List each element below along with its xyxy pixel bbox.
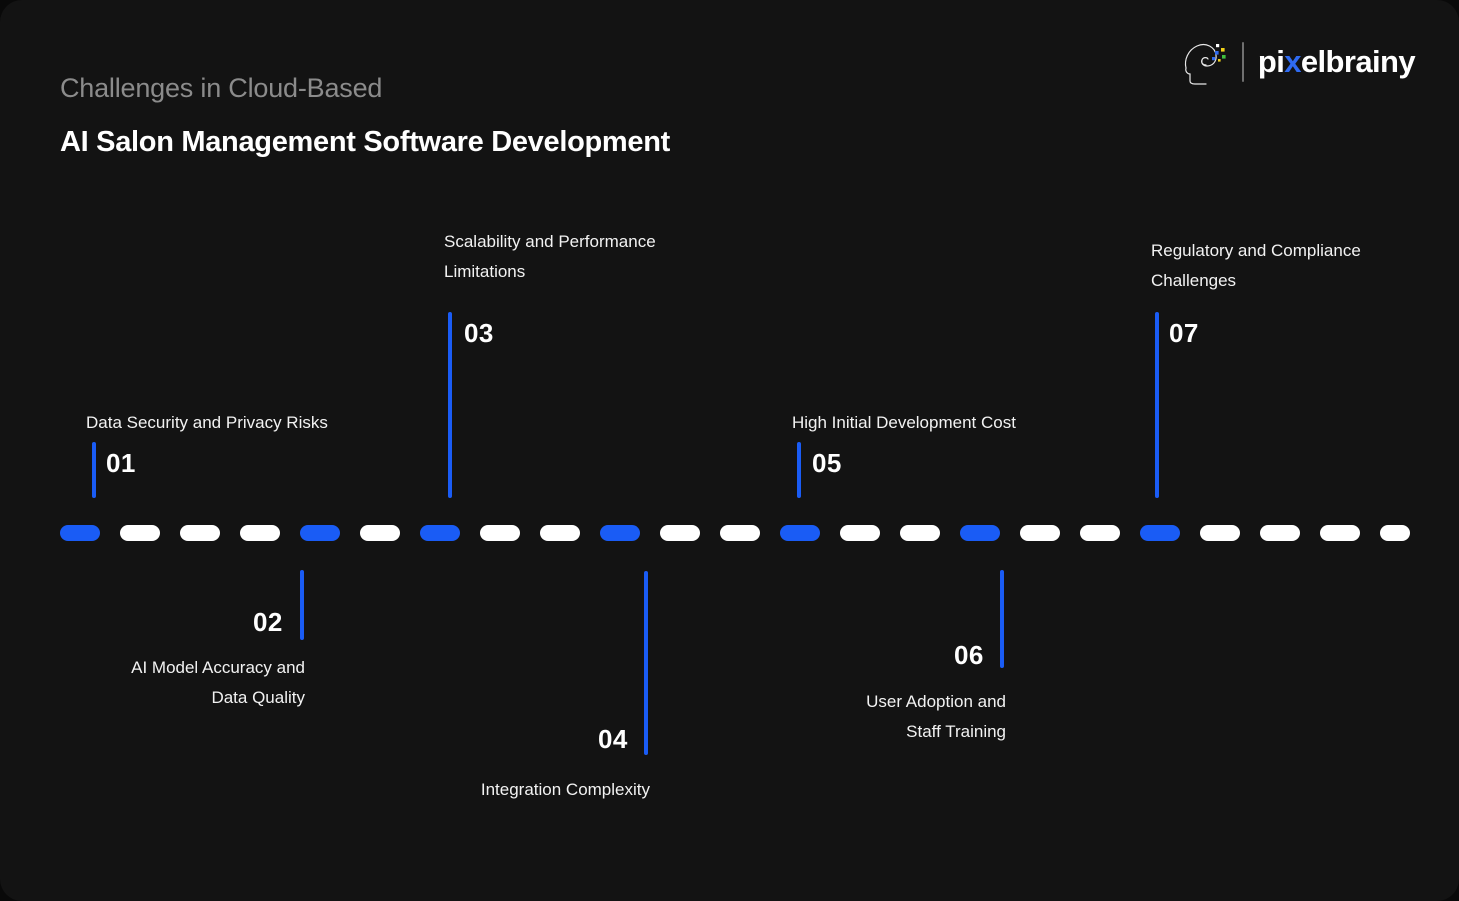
timeline-dash-6 [360, 525, 400, 541]
timeline-connector-06 [1000, 570, 1004, 668]
timeline-number-04: 04 [598, 724, 628, 754]
timeline-dash-11 [660, 525, 700, 541]
timeline-dash-track [60, 525, 1410, 541]
timeline-label-06: User Adoption and Staff Training [866, 692, 1006, 742]
timeline-label-04: Integration Complexity [480, 780, 650, 799]
timeline-connector-03 [448, 312, 452, 498]
page-title: AI Salon Management Software Development [60, 125, 671, 158]
timeline-dash-1 [60, 525, 100, 541]
timeline-dash-3 [180, 525, 220, 541]
brand-logo: pixelbrainy [1182, 38, 1416, 86]
timeline-number-03: 03 [464, 318, 494, 348]
brand-name-part1: pi [1257, 44, 1285, 79]
timeline-connector-04 [644, 571, 648, 755]
timeline-dash-15 [900, 525, 940, 541]
brand-name: pixelbrainy [1257, 44, 1416, 80]
timeline-dash-23 [1380, 525, 1410, 541]
timeline-dash-20 [1200, 525, 1240, 541]
timeline-connector-01 [92, 442, 96, 498]
timeline-dash-21 [1260, 525, 1300, 541]
page-subtitle: Challenges in Cloud-Based [60, 73, 383, 103]
header-block: Challenges in Cloud-Based AI Salon Manag… [60, 72, 670, 160]
timeline-dash-8 [480, 525, 520, 541]
timeline-label-02: AI Model Accuracy and Data Quality [131, 658, 305, 708]
timeline-dash-2 [120, 525, 160, 541]
timeline-connector-02 [300, 570, 304, 640]
timeline-dash-16 [960, 525, 1000, 541]
timeline-connector-07 [1155, 312, 1159, 498]
logo-divider [1241, 42, 1244, 82]
timeline-label-05: High Initial Development Cost [792, 413, 1016, 432]
timeline-label-03: Scalability and Performance Limitations [444, 232, 656, 282]
timeline-dash-22 [1320, 525, 1360, 541]
timeline-dash-10 [600, 525, 640, 541]
timeline-dash-14 [840, 525, 880, 541]
timeline-dash-4 [240, 525, 280, 541]
timeline-label-07: Regulatory and Compliance Challenges [1151, 241, 1361, 291]
timeline-number-06: 06 [954, 640, 984, 670]
timeline-dash-7 [420, 525, 460, 541]
timeline-dash-5 [300, 525, 340, 541]
timeline-dash-17 [1020, 525, 1060, 541]
brand-name-part2: elbrainy [1300, 44, 1416, 79]
brand-name-x: x [1284, 44, 1301, 79]
timeline-dash-18 [1080, 525, 1120, 541]
timeline-number-07: 07 [1169, 318, 1199, 348]
timeline-dash-13 [780, 525, 820, 541]
brain-head-icon [1184, 43, 1226, 85]
timeline-number-05: 05 [812, 448, 842, 478]
timeline-dash-12 [720, 525, 760, 541]
timeline-number-01: 01 [106, 448, 136, 478]
timeline-number-02: 02 [253, 607, 283, 637]
timeline-label-01: Data Security and Privacy Risks [86, 413, 328, 432]
timeline-dash-9 [540, 525, 580, 541]
timeline-connector-05 [797, 442, 801, 498]
timeline-dash-19 [1140, 525, 1180, 541]
